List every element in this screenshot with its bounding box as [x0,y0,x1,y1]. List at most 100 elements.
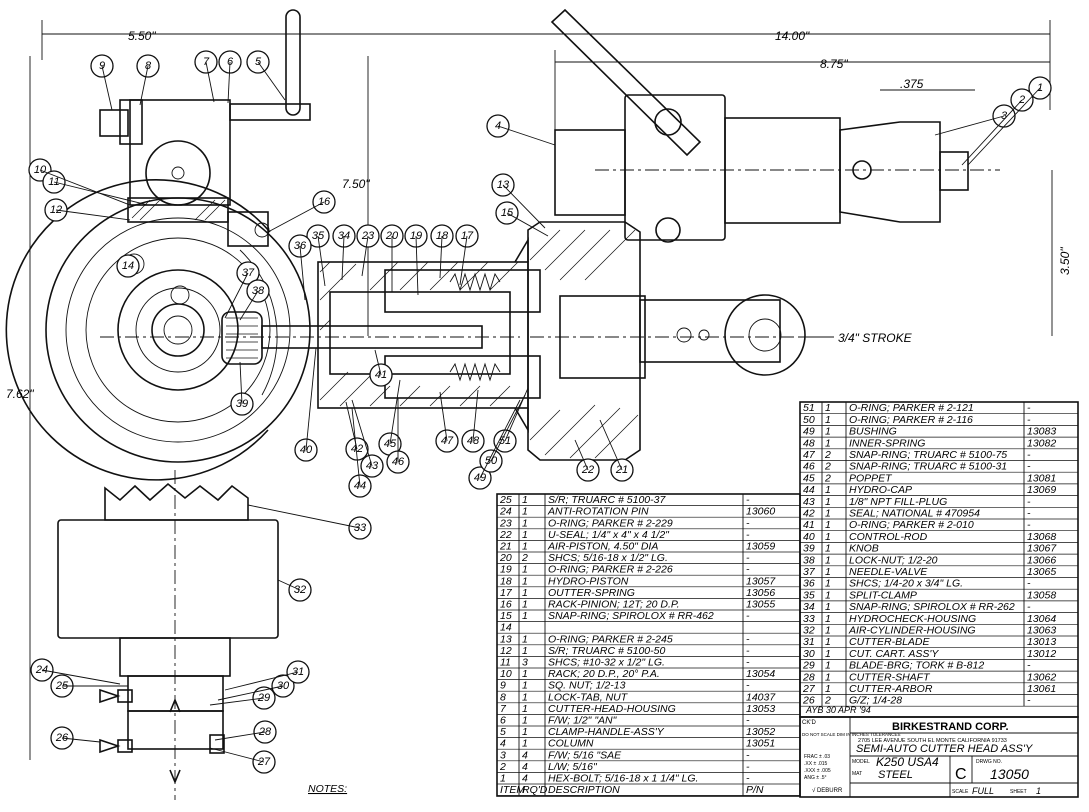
model-label: MODEL [852,759,870,765]
bom-cell-qty: 1 [522,575,528,587]
bom-cell-desc: SHCS; 1/4-20 x 3/4" LG. [849,578,963,590]
bom-cell-desc: L/W; 5/16" [548,761,598,773]
bom-cell-qty: 1 [825,508,831,520]
bom-cell-desc: SEAL; NATIONAL # 470954 [849,508,980,520]
leader-13 [502,184,546,229]
bom-cell-desc: SNAP-RING; TRUARC # 5100-31 [849,461,1007,473]
balloon-label: 43 [366,460,379,472]
bom-cell-pn: 13054 [746,668,775,680]
bom-cell-pn: 13064 [1027,613,1056,625]
checked-label: CK'D [802,720,816,726]
item-balloon-37: 37 [236,261,260,285]
bom-cell-item: 15 [500,610,512,622]
deburr-note: √ DEBURR [812,787,843,794]
bom-cell-item: 25 [499,494,512,506]
bom-cell-qty: 1 [522,506,528,518]
item-balloon-26: 26 [50,726,74,750]
leader-10 [39,169,131,206]
bom-cell-desc: 1/8" NPT FILL-PLUG [849,496,947,508]
bom-cell-pn: - [746,773,750,785]
leader-49 [479,399,521,479]
bom-cell-item: 45 [803,472,815,484]
bom-cell-pn: 13069 [1027,484,1056,496]
bom-cell-desc: HYDRO-PISTON [548,575,629,587]
bom-cell-qty: 2 [824,695,831,707]
leader-22 [574,439,589,471]
tolerance-note: DO NOT SCALE DIM IN INCHES TOLERANCES [802,732,901,737]
bom-cell-pn: - [746,633,750,645]
bom-cell-qty: 1 [522,715,528,727]
leader-18 [439,235,443,279]
item-balloon-36: 36 [288,234,312,258]
bom-cell-desc: F/W; 1/2" "AN" [548,715,618,727]
balloon-label: 3 [1001,110,1008,122]
leader-33 [247,504,361,529]
bom-cell-desc: SPLIT-CLAMP [849,589,917,601]
bom-cell-item: 2 [499,761,506,773]
leader-44 [351,407,361,487]
bom-cell-pn: 13012 [1027,648,1056,660]
bom-cell-qty: 1 [825,519,831,531]
tol-xxx: .XXX ± .005 [804,768,831,774]
dim-762: 7.62" [6,387,34,401]
bom-cell-qty: 1 [522,633,528,645]
bom-cell-item: 9 [500,680,506,692]
bom-cell-qty: 1 [825,683,831,695]
bom-cell-desc: HYDRO-CAP [849,484,912,496]
bom-cell-item: 50 [803,414,815,426]
bom-cell-pn: - [746,610,750,622]
bom-cell-pn: - [746,517,750,529]
bom-cell-item: 34 [803,601,815,613]
bom-cell-item: 35 [803,589,815,601]
bom-cell-pn: 13061 [1027,683,1056,695]
bom-cell-qty: 1 [522,691,528,703]
balloon-label: 33 [354,522,367,534]
leader-39 [239,361,243,405]
item-balloon-45: 45 [378,432,402,456]
bom-cell-item: 8 [500,691,506,703]
bom-cell-pn: - [1027,414,1031,426]
bom-cell-desc: AIR-PISTON, 4.50" DIA [547,541,658,553]
bom-cell-desc: LOCK-NUT; 1/2-20 [849,554,938,566]
bom-cell-qty: 4 [522,761,528,773]
bom-cell-desc: SHCS; #10-32 x 1/2" LG. [548,657,665,669]
leader-27 [209,747,265,763]
item-balloon-22: 22 [576,458,600,482]
bom-cell-qty: 1 [825,496,831,508]
bom-cell-qty: RQ'D [522,784,548,796]
balloon-label: 8 [145,60,152,72]
bom-cell-pn: 13066 [1027,554,1056,566]
company-address: 2705 LEE AVENUE SOUTH EL MONTE CALIFORNI… [858,738,1007,744]
bom-cell-item: 49 [803,426,815,438]
bom-cell-qty: 1 [825,636,831,648]
bom-cell-item: 46 [803,461,815,473]
leader-40 [305,347,317,451]
bom-cell-item: 17 [500,587,513,599]
bom-cell-pn: 13055 [746,599,775,611]
scale-label: SCALE [952,789,969,795]
bom-cell-desc: CUTTER-SHAFT [849,671,931,683]
bom-cell-desc: ANTI-ROTATION PIN [547,506,649,518]
leader-34 [341,235,345,281]
bom-cell-desc: O-RING; PARKER # 2-116 [849,414,973,426]
section-view [317,221,646,461]
balloon-label: 6 [227,56,234,68]
bom-cell-item: 30 [803,648,815,660]
balloon-label: 17 [461,230,474,242]
bom-cell-desc: AIR-CYLINDER-HOUSING [848,625,976,637]
